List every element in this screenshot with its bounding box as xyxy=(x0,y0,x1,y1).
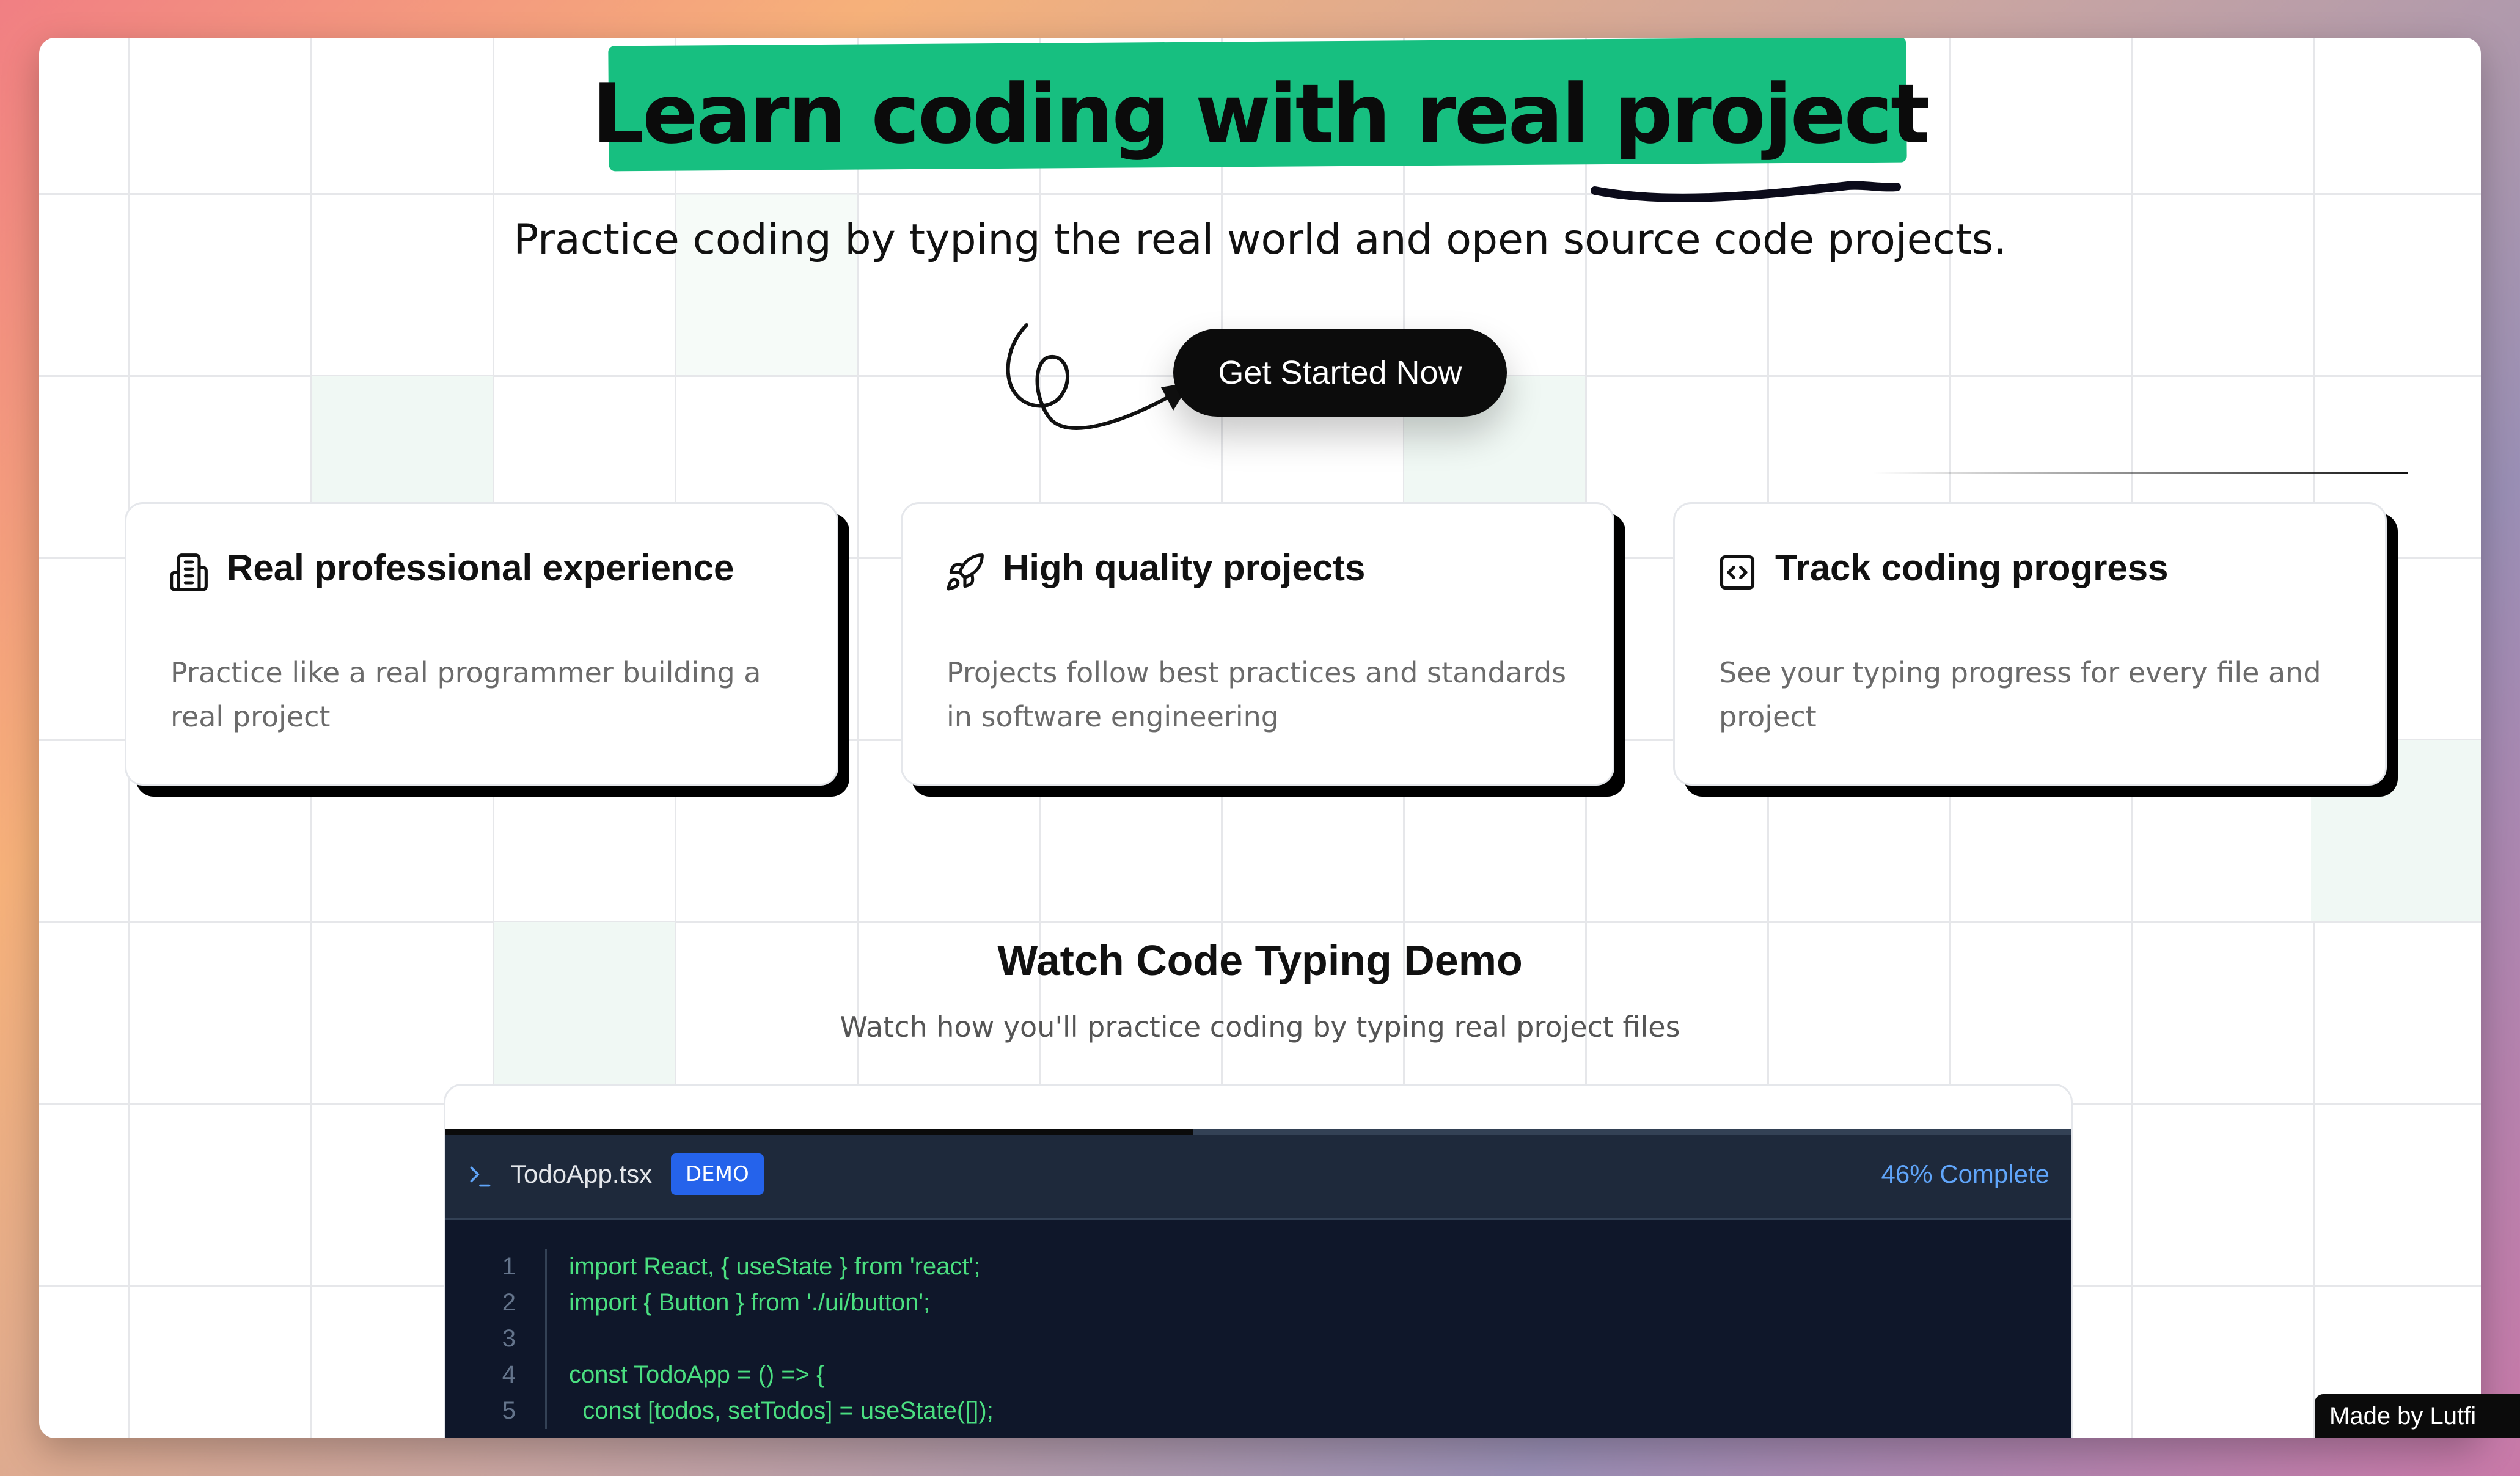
demo-section-title: Watch Code Typing Demo xyxy=(997,937,1523,984)
terminal-icon xyxy=(470,1166,491,1187)
get-started-button[interactable]: Get Started Now xyxy=(1173,329,1507,417)
feature-title: Track coding progress xyxy=(1775,547,2169,588)
line-content: import React, { useState } from 'react'; xyxy=(569,1253,981,1280)
code-lines: 1 import React, { useState } from 'react… xyxy=(445,1249,2071,1429)
line-number: 3 xyxy=(502,1325,516,1352)
demo-section-subtitle: Watch how you'll practice coding by typi… xyxy=(840,1010,1680,1043)
code-line: 1 import React, { useState } from 'react… xyxy=(445,1249,2071,1285)
feature-card: Track coding progress See your typing pr… xyxy=(1673,502,2387,786)
line-number: 4 xyxy=(502,1361,516,1388)
feature-title: Real professional experience xyxy=(227,547,734,588)
editor-header: TodoApp.tsx DEMO 46% Complete xyxy=(445,1135,2071,1220)
code-line: 2 import { Button } from './ui/button'; xyxy=(445,1285,2071,1321)
line-content: const [todos, setTodos] = useState([]); xyxy=(569,1397,994,1424)
code-editor: TodoApp.tsx DEMO 46% Complete 1 import R… xyxy=(445,1129,2071,1438)
feature-description: See your typing progress for every file … xyxy=(1719,656,2321,733)
grid-tint xyxy=(494,922,675,1103)
hero-subtitle: Practice coding by typing the real world… xyxy=(513,216,2007,264)
code-line: 4 const TodoApp = () => { xyxy=(445,1357,2071,1393)
code-square-icon xyxy=(1720,555,1755,590)
line-content: const TodoApp = () => { xyxy=(569,1361,825,1388)
landing-page: Learn coding with real project Practice … xyxy=(39,38,2481,1438)
grid-tint xyxy=(676,194,857,375)
page-title: Learn coding with real project xyxy=(592,67,1930,162)
arrow-scribble-icon xyxy=(1006,323,1190,430)
code-line: 3 xyxy=(445,1321,2071,1357)
rocket-icon xyxy=(947,554,984,591)
line-content: import { Button } from './ui/button'; xyxy=(569,1289,931,1316)
file-name: TodoApp.tsx xyxy=(511,1160,653,1188)
code-line: 5 const [todos, setTodos] = useState([])… xyxy=(445,1393,2071,1429)
line-number: 1 xyxy=(502,1253,516,1280)
feature-title: High quality projects xyxy=(1003,547,1366,588)
feature-card: Real professional experience Practice li… xyxy=(125,502,838,786)
typing-progress-track xyxy=(445,1129,2071,1135)
progress-label: 46% Complete xyxy=(1881,1160,2049,1188)
line-number: 2 xyxy=(502,1289,516,1316)
decorative-line xyxy=(1872,472,2408,474)
feature-description: Projects follow best practices and stand… xyxy=(947,656,1567,733)
feature-card: High quality projects Projects follow be… xyxy=(901,502,1614,786)
building-icon xyxy=(170,554,208,591)
line-number: 5 xyxy=(502,1397,516,1424)
typing-progress-fill xyxy=(445,1129,1193,1135)
demo-badge: DEMO xyxy=(671,1153,764,1195)
feature-description: Practice like a real programmer building… xyxy=(170,656,761,733)
underline-scribble xyxy=(1591,181,1901,202)
made-by-badge[interactable]: Made by Lutfi xyxy=(2315,1394,2520,1438)
